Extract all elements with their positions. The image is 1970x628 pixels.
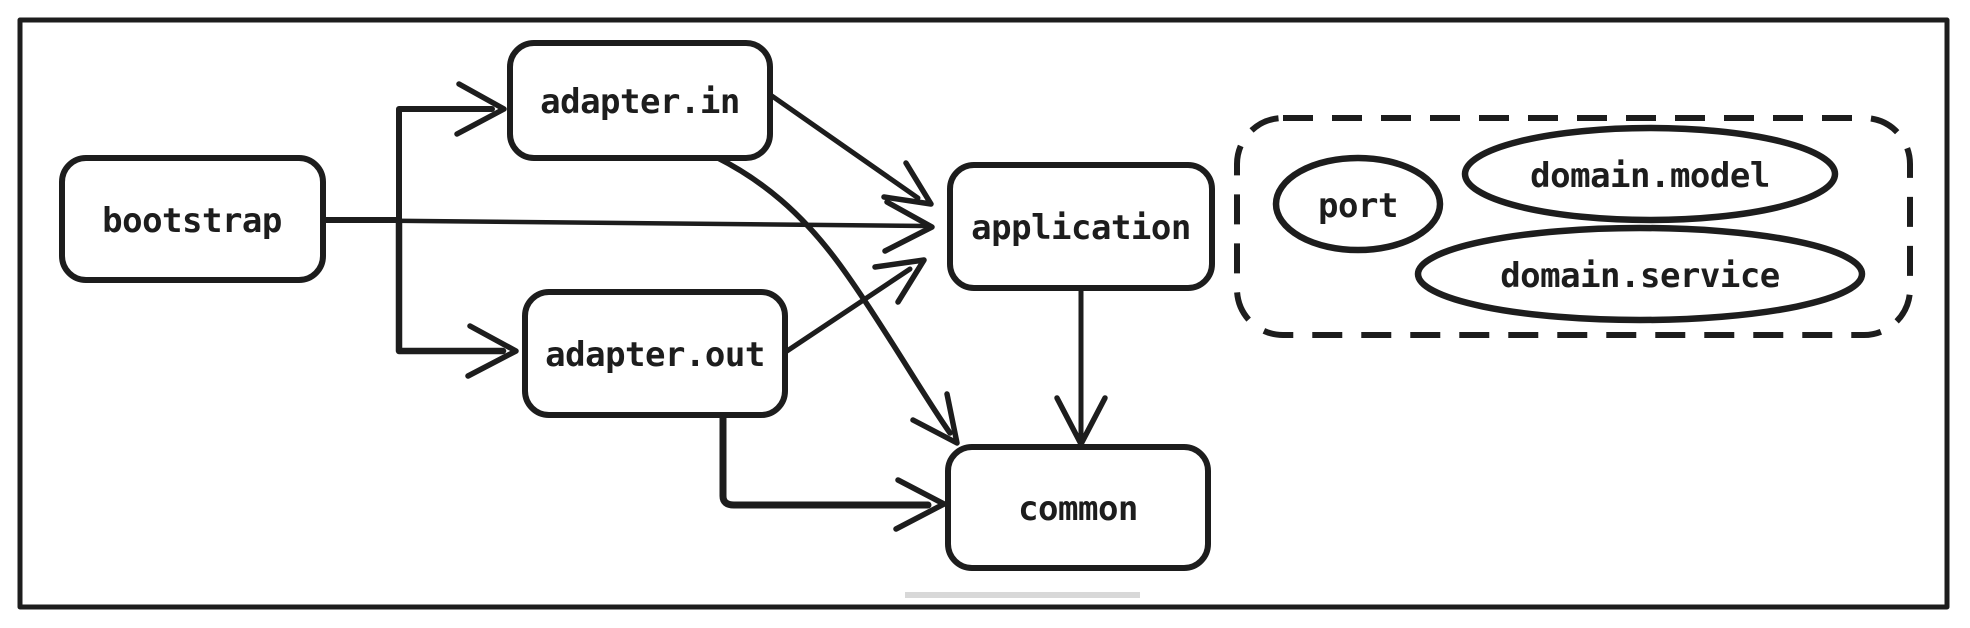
outer-border: [17, 17, 1950, 610]
node-bootstrap: bootstrap: [59, 155, 326, 283]
node-common-label: common: [1018, 489, 1138, 529]
scan-artifact-line: [905, 592, 1140, 598]
node-adapter-out-label: adapter.out: [545, 335, 765, 375]
edge-line: [719, 409, 932, 509]
edges-layer: [320, 81, 1108, 532]
edge-line: [769, 93, 921, 201]
edge-line: [784, 266, 913, 354]
node-application: application: [947, 162, 1215, 291]
edge-adapter-in-to-common: [713, 154, 960, 446]
node-domain-service-ellipse: [1414, 224, 1866, 324]
arrowhead-icon: [454, 81, 507, 137]
node-bootstrap-box: [59, 155, 326, 283]
node-port: port: [1272, 154, 1444, 254]
node-adapter-in-label: adapter.in: [540, 82, 740, 122]
group-domain-border: [1234, 115, 1913, 338]
arrowhead-icon: [881, 160, 934, 207]
edge-adapter-out-to-common: [719, 409, 947, 532]
edge-bootstrap-to-adapter-in: [320, 81, 507, 223]
group-domain: port domain.model domain.service: [1234, 115, 1913, 338]
node-bootstrap-label: bootstrap: [102, 201, 282, 241]
edge-line: [713, 154, 953, 436]
edge-application-to-common: [1054, 286, 1108, 447]
node-common: common: [945, 444, 1211, 571]
edge-bootstrap-to-application: [320, 199, 935, 254]
edge-line: [395, 216, 507, 355]
node-common-box: [945, 444, 1211, 571]
edge-bootstrap-to-adapter-out: [395, 216, 519, 379]
edge-adapter-out-to-application: [784, 257, 927, 354]
node-adapter-in: adapter.in: [507, 40, 773, 161]
node-application-box: [947, 162, 1215, 291]
arrowhead-icon: [910, 391, 960, 446]
node-application-label: application: [971, 208, 1191, 248]
edge-line: [320, 217, 930, 229]
node-adapter-in-box: [507, 40, 773, 161]
arrowhead-icon: [893, 477, 947, 532]
arrowhead-icon: [872, 257, 927, 305]
arrowhead-icon: [882, 199, 935, 254]
node-domain-model-label: domain.model: [1530, 156, 1770, 196]
node-port-ellipse: [1272, 154, 1444, 254]
node-port-label: port: [1318, 186, 1398, 226]
edge-line: [320, 106, 495, 223]
edge-adapter-in-to-application: [769, 93, 934, 207]
node-adapter-out-box: [522, 289, 788, 418]
node-domain-service: domain.service: [1414, 224, 1866, 324]
node-domain-model-ellipse: [1461, 124, 1839, 224]
node-domain-service-label: domain.service: [1500, 256, 1780, 296]
node-domain-model: domain.model: [1461, 124, 1839, 224]
arrowhead-icon: [465, 323, 519, 379]
node-adapter-out: adapter.out: [522, 289, 788, 418]
